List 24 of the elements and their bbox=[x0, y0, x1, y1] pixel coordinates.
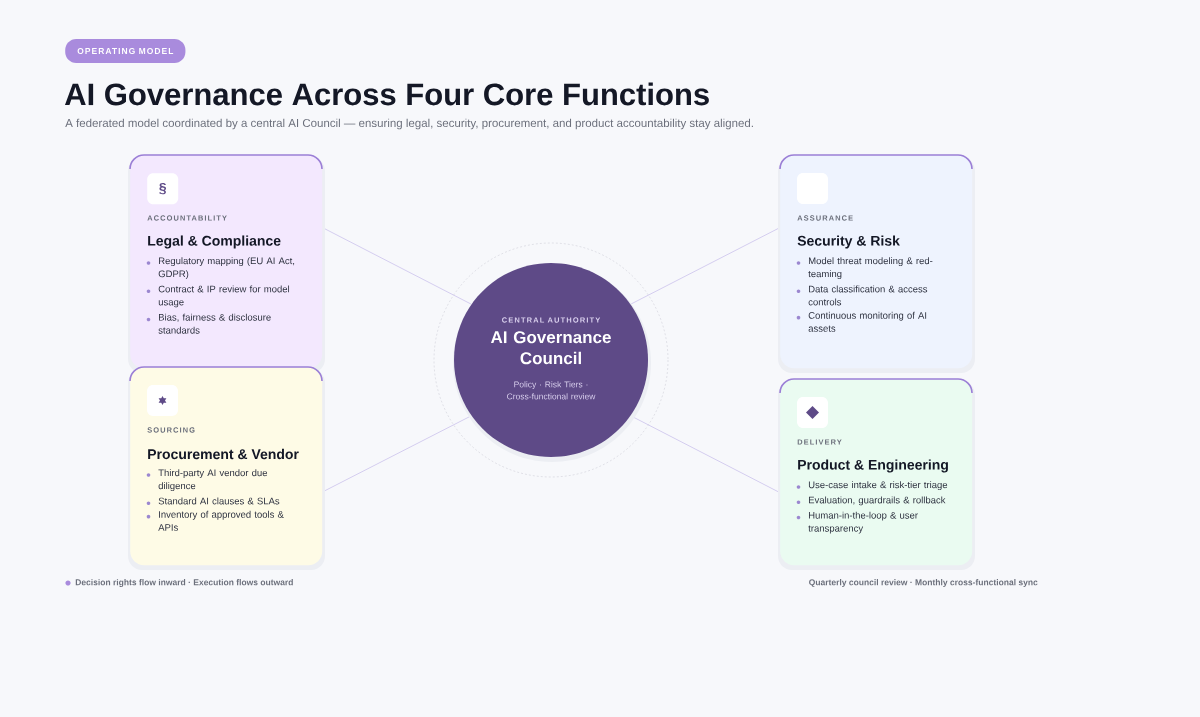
bullet-item: Continuous monitoring of AI assets bbox=[796, 311, 927, 332]
card-background bbox=[778, 154, 975, 373]
bullet-item: Contract & IP review for model usage bbox=[146, 285, 289, 308]
category-pill: OPERATING MODEL bbox=[65, 39, 186, 63]
bullet-item: Bias, fairness & disclosure standards bbox=[146, 313, 271, 334]
card-heading: Security & Risk bbox=[797, 235, 900, 249]
card-heading: Procurement & Vendor bbox=[148, 448, 299, 460]
connector-line bbox=[630, 227, 781, 305]
bullet-item: Third-party AI vendor due diligence bbox=[146, 469, 268, 492]
title: AI Governance Across Four Core Functions bbox=[65, 82, 709, 106]
bullet-item: Evaluation, guardrails & rollback bbox=[796, 496, 946, 506]
footer-note: Quarterly council review · Monthly cross-functional sync bbox=[809, 579, 1038, 587]
bullet-item: Use-case intake & risk-tier triage bbox=[796, 481, 948, 491]
bullet-item: Data classification & access controls bbox=[796, 285, 928, 306]
bullet-item: Regulatory mapping (EU AI Act, GDPR) bbox=[146, 257, 295, 280]
bullet-item: Model threat modeling & red-teaming bbox=[796, 257, 933, 280]
card-heading: Product & Engineering bbox=[798, 459, 948, 473]
bullet-item: Human-in-the-loop & user transparency bbox=[796, 511, 918, 534]
bullet-item: Standard AI clauses & SLAs bbox=[146, 497, 280, 506]
card-background bbox=[778, 378, 975, 570]
card-heading: Legal & Compliance bbox=[148, 235, 281, 249]
subtitle: A federated model coordinated by a central AI Council — ensuring legal, security, procurement, and product accountability stay aligned. bbox=[65, 118, 753, 130]
bullet-item: Inventory of approved tools & APIs bbox=[146, 510, 284, 531]
footer-note: Decision rights flow inward · Execution flows outward bbox=[65, 579, 293, 587]
